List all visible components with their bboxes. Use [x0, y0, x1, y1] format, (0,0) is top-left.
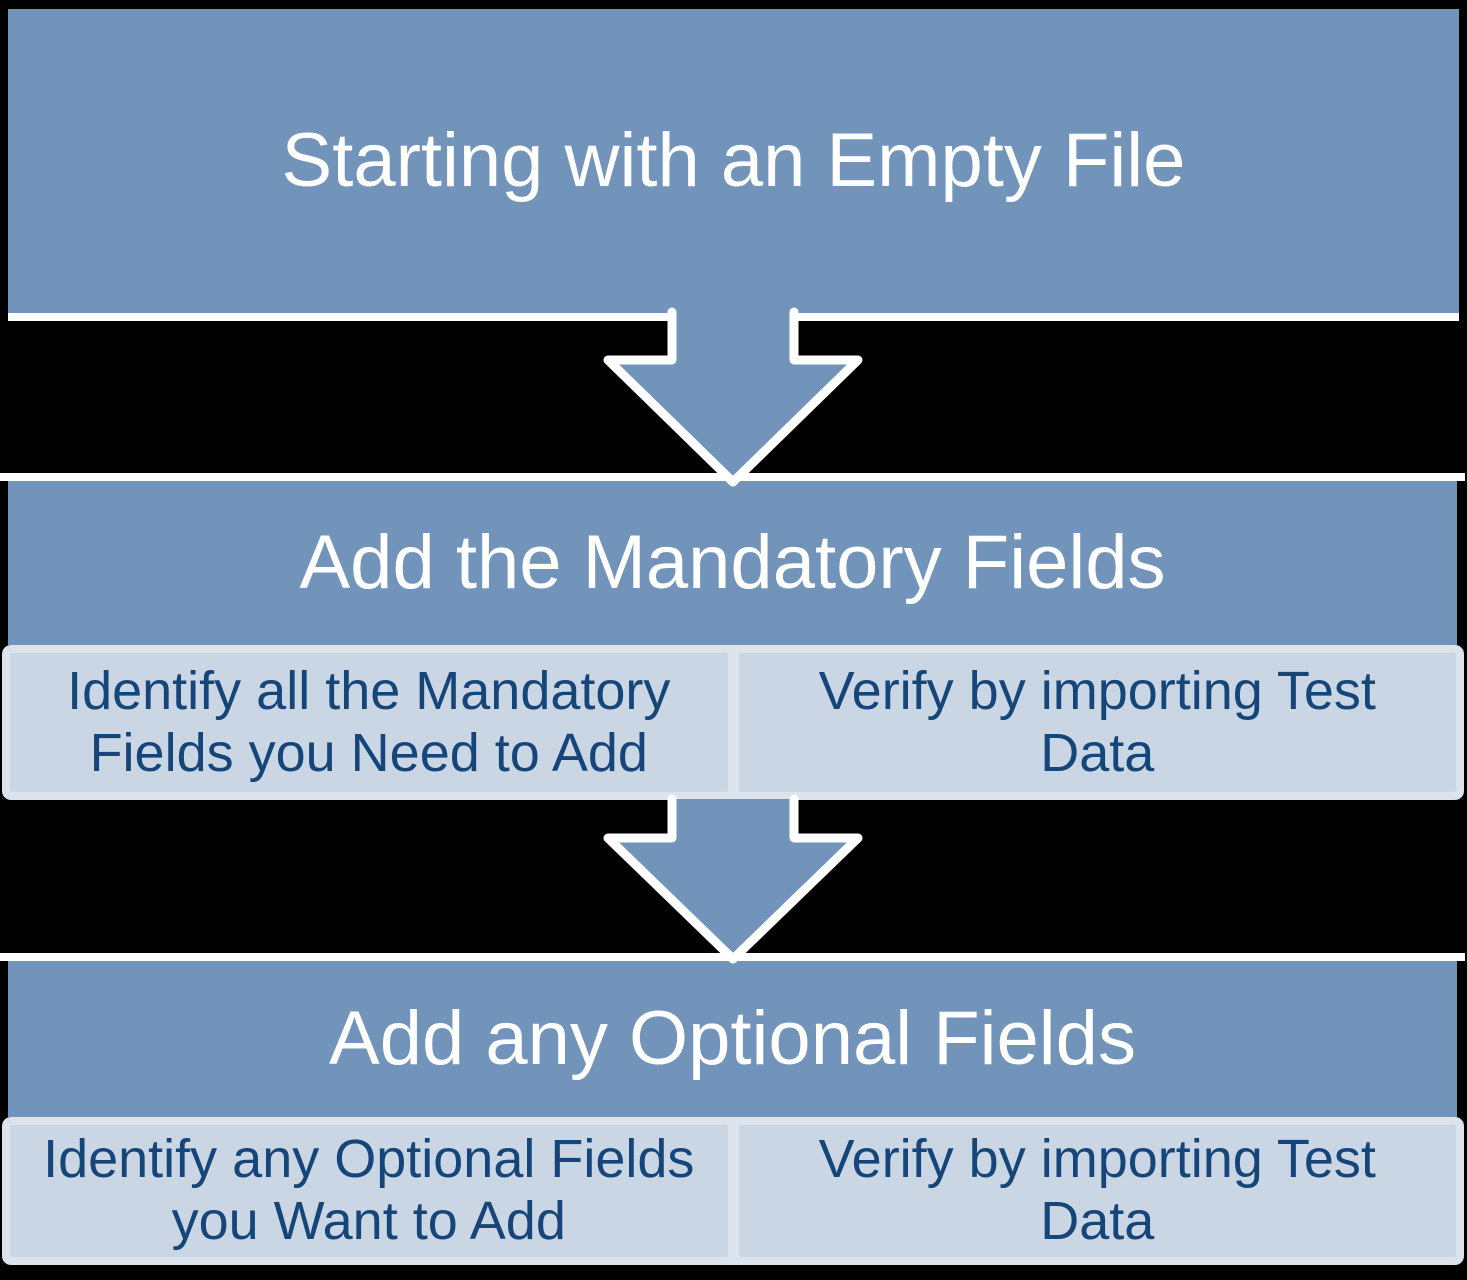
- substep-label: Identify any Optional Fields you Want to…: [43, 1129, 695, 1251]
- substep-identify-mandatory: Identify all the Mandatory Fields you Ne…: [10, 653, 728, 792]
- step-1-title: Starting with an Empty File: [281, 118, 1186, 204]
- substep-verify-test-data-1: Verify by importing Test Data: [738, 653, 1456, 792]
- down-arrow-icon: [603, 307, 863, 487]
- substep-label: Verify by importing Test Data: [818, 1129, 1376, 1251]
- substep-verify-test-data-2: Verify by importing Test Data: [738, 1125, 1456, 1257]
- step-1-bottom-border: [8, 313, 1459, 321]
- down-arrow-icon: [603, 794, 863, 964]
- step-2-box: Add the Mandatory Fields: [8, 481, 1457, 645]
- step-2-top-border: [0, 473, 1465, 481]
- step-2-title: Add the Mandatory Fields: [299, 520, 1166, 606]
- substep-identify-optional: Identify any Optional Fields you Want to…: [10, 1125, 728, 1257]
- step-3-box: Add any Optional Fields: [8, 961, 1457, 1117]
- substep-label: Identify all the Mandatory Fields you Ne…: [67, 660, 671, 783]
- substep-label: Verify by importing Test Data: [818, 660, 1376, 783]
- step-1-box: Starting with an Empty File: [8, 9, 1459, 313]
- step-2-substeps-row: Identify all the Mandatory Fields you Ne…: [2, 645, 1464, 800]
- step-3-substeps-row: Identify any Optional Fields you Want to…: [2, 1117, 1464, 1265]
- step-3-title: Add any Optional Fields: [329, 996, 1136, 1082]
- step-3-top-border: [0, 953, 1465, 961]
